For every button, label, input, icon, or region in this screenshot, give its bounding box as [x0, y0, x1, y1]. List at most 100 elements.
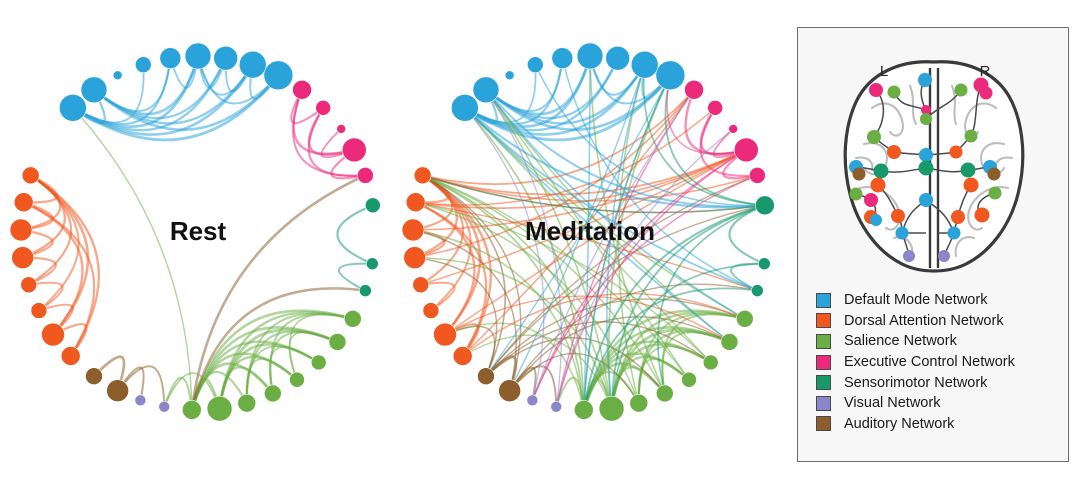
legend-item-aud: Auditory Network — [816, 414, 1066, 435]
brain-roi-aud — [852, 167, 866, 181]
network-node-sal — [598, 395, 625, 422]
network-node-dmn — [655, 60, 686, 91]
connection-edge — [21, 174, 66, 259]
connection-edge — [589, 55, 666, 395]
network-node-dmn — [80, 76, 108, 104]
network-node-dan — [433, 322, 457, 347]
network-node-dan — [452, 346, 473, 366]
connectogram-meditation: Meditation — [401, 42, 775, 422]
brain-roi-dmn — [870, 214, 882, 226]
brain-roi-sal — [867, 130, 881, 144]
connection-edge — [582, 204, 766, 411]
connection-edge — [290, 88, 325, 125]
connection-edge — [461, 334, 613, 410]
network-node-sal — [328, 333, 347, 351]
legend-swatch-dan — [816, 313, 831, 329]
network-node-dan — [30, 302, 48, 319]
connection-edge — [661, 331, 731, 395]
node-layer — [401, 42, 775, 422]
network-node-dan — [405, 192, 426, 213]
connection-edge — [610, 204, 766, 410]
connection-edge — [637, 358, 690, 405]
network-node-dmn — [135, 56, 152, 73]
network-node-smn — [755, 195, 775, 216]
legend-label-dmn: Default Mode Network — [844, 292, 988, 309]
brain-roi-sal — [849, 187, 863, 201]
network-node-dmn — [605, 45, 630, 71]
legend-swatch-sal — [816, 333, 831, 349]
brain-roi-ecn — [869, 83, 883, 97]
connection-edge — [92, 355, 126, 393]
connection-edge — [508, 353, 640, 404]
connection-edge — [583, 55, 591, 411]
connection-edge — [245, 358, 298, 405]
network-node-sal — [182, 400, 202, 420]
connection-edge — [412, 229, 517, 392]
network-node-sal — [344, 310, 362, 328]
network-node-vis — [134, 394, 147, 407]
connection-edge — [421, 174, 522, 392]
legend-swatch-ecn — [816, 354, 831, 370]
brain-roi-dmn — [919, 148, 933, 162]
brain-roi-dan — [949, 145, 963, 159]
connection-edge — [421, 149, 748, 196]
network-node-sal — [655, 384, 674, 403]
brain-roi-dan — [951, 210, 965, 224]
connection-edge — [508, 63, 646, 392]
brain-roi-sal — [954, 83, 968, 97]
network-node-ecn — [733, 137, 759, 163]
network-node-dmn — [213, 45, 238, 71]
network-node-sal — [206, 395, 233, 422]
network-node-smn — [359, 284, 372, 297]
network-node-smn — [365, 197, 381, 214]
network-node-ecn — [707, 100, 723, 116]
network-node-dmn — [504, 70, 515, 81]
connection-edge — [92, 57, 227, 120]
network-node-dmn — [263, 60, 294, 91]
connection-edge — [22, 201, 84, 336]
connection-edge — [414, 201, 476, 336]
connection-edge — [531, 89, 695, 402]
network-node-dmn — [159, 47, 182, 69]
legend-swatch-smn — [816, 375, 831, 391]
brain-roi-dmn — [918, 73, 932, 87]
brain-roi-dmn — [895, 226, 909, 240]
brain-roi-dan — [870, 177, 886, 193]
node-layer — [9, 42, 381, 422]
connection-edge — [485, 89, 613, 410]
connection-edge — [269, 331, 339, 395]
legend-label-smn: Sensorimotor Network — [844, 374, 988, 391]
brain-roi-ecn — [979, 86, 993, 100]
brain-left-label: L — [880, 63, 888, 80]
connection-edge — [71, 63, 145, 124]
network-node-dan — [403, 246, 427, 269]
brain-right-label: R — [980, 63, 991, 80]
network-node-vis — [526, 394, 539, 407]
connectogram-title-meditation: Meditation — [525, 216, 655, 246]
legend-swatch-vis — [816, 395, 831, 411]
network-node-vis — [550, 400, 563, 413]
connection-edge — [268, 346, 320, 395]
brain-roi-aud — [987, 167, 1001, 181]
connection-edge — [421, 88, 695, 185]
network-node-aud — [477, 367, 495, 386]
legend-item-dan: Dorsal Attention Network — [816, 311, 1066, 332]
connectogram-rest: Rest — [9, 42, 381, 422]
network-node-dmn — [451, 94, 479, 122]
connection-edge — [292, 88, 367, 177]
connection-edge — [419, 281, 456, 312]
legend-item-vis: Visual Network — [816, 393, 1066, 414]
connection-edge — [463, 106, 766, 209]
brain-roi-vis — [903, 250, 915, 262]
brain-axial-diagram: L R — [843, 60, 1025, 273]
brain-roi-dmn — [947, 226, 961, 240]
connection-edge — [21, 256, 57, 286]
connection-edge — [606, 63, 646, 410]
connection-edge — [589, 55, 646, 96]
network-node-ecn — [341, 137, 367, 163]
connection-edge — [22, 174, 59, 204]
network-node-sal — [720, 333, 739, 351]
legend-item-ecn: Executive Control Network — [816, 352, 1066, 373]
connection-edge — [421, 174, 585, 411]
